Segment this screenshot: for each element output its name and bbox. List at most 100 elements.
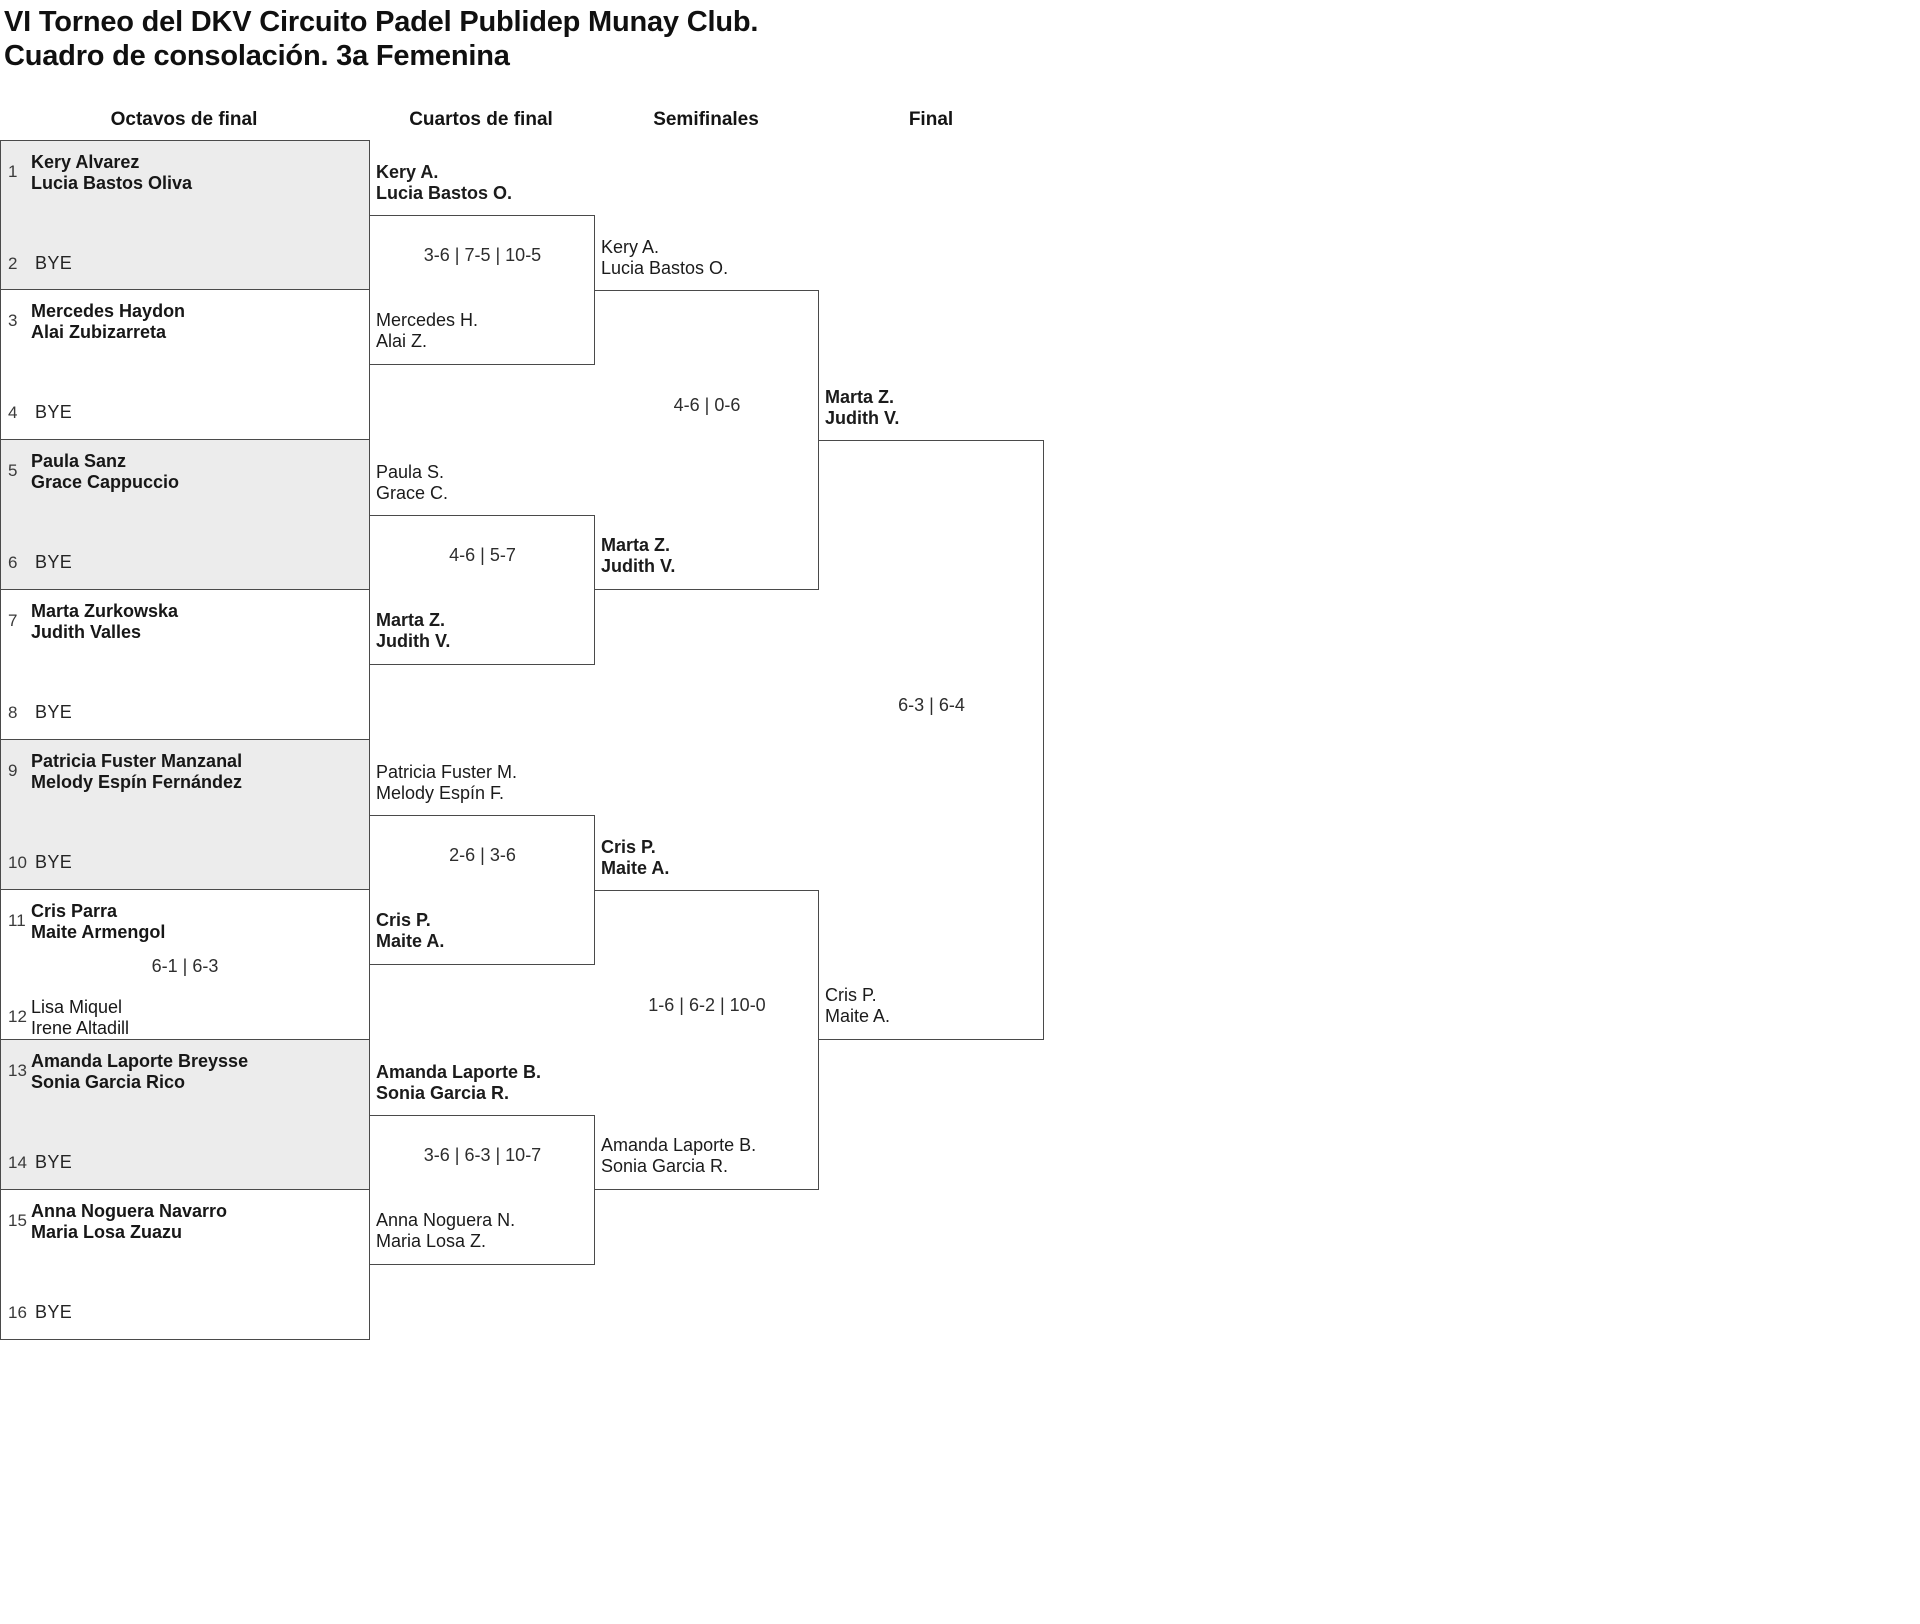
team-player-1: Kery Alvarez — [31, 152, 140, 172]
bye-label: BYE — [35, 1302, 73, 1322]
team-player-2: Sonia Garcia Rico — [31, 1072, 186, 1092]
cuartos-score: 3-6 | 6-3 | 10-7 — [423, 1145, 542, 1165]
round-header-semifinales: Semifinales — [653, 109, 759, 130]
cuartos-connector-box — [370, 515, 595, 665]
seed-number: 7 — [8, 611, 18, 630]
seed-number: 4 — [8, 403, 18, 422]
team-player-1: Kery A. — [376, 162, 439, 182]
team-player-1: Lisa Miquel — [31, 997, 123, 1017]
semifinal-connector-box — [595, 890, 819, 1190]
team-player-1: Kery A. — [601, 237, 660, 257]
advancing-team: Anna Noguera N.Maria Losa Z. — [376, 1210, 515, 1252]
team-player-1: Cris P. — [376, 910, 431, 930]
final-score: 6-3 | 6-4 — [898, 695, 965, 715]
advancing-team: Paula S.Grace C. — [376, 462, 448, 504]
round-header-final: Final — [908, 109, 954, 130]
team-player-2: Lucia Bastos O. — [601, 258, 729, 278]
seed-number: 5 — [8, 461, 18, 480]
advancing-team: Kery A.Lucia Bastos O. — [376, 162, 512, 204]
seed-number: 15 — [8, 1211, 27, 1230]
advancing-team: Kery A.Lucia Bastos O. — [601, 237, 728, 279]
cuartos-connector-box — [370, 815, 595, 965]
round-header-octavos: Octavos de final — [110, 109, 258, 130]
seed-number: 14 — [8, 1153, 27, 1172]
team-player-2: Alai Zubizarreta — [31, 322, 167, 342]
team-player-1: Cris P. — [601, 837, 656, 857]
cuartos-score: 2-6 | 3-6 — [449, 845, 516, 865]
team-player-2: Sonia Garcia R. — [601, 1156, 729, 1176]
advancing-team: Cris P.Maite A. — [601, 837, 669, 879]
semifinal-connector-box — [595, 290, 819, 590]
team-player-1: Paula S. — [376, 462, 445, 482]
semifinal-score: 4-6 | 0-6 — [673, 395, 741, 415]
seed-number: 3 — [8, 311, 18, 330]
team-player-2: Irene Altadill — [31, 1018, 130, 1038]
team-player-1: Cris P. — [825, 985, 877, 1005]
team-player-2: Maite Armengol — [31, 922, 166, 942]
bye-label: BYE — [35, 1152, 73, 1172]
team-player-1: Cris Parra — [31, 901, 118, 921]
bye-label: BYE — [35, 552, 73, 572]
bye-label: BYE — [35, 702, 73, 722]
team-player-2: Maria Losa Z. — [376, 1231, 487, 1251]
match-score: 6-1 | 6-3 — [151, 956, 219, 976]
cuartos-score: 3-6 | 7-5 | 10-5 — [423, 245, 542, 265]
team-player-1: Amanda Laporte B. — [376, 1062, 542, 1082]
team-player-2: Melody Espín Fernández — [31, 772, 243, 792]
team-player-2: Sonia Garcia R. — [376, 1083, 510, 1103]
advancing-team: Patricia Fuster M.Melody Espín F. — [376, 762, 517, 804]
title-line2: Cuadro de consolación. 3a Femenina — [4, 40, 510, 72]
bye-label: BYE — [35, 852, 73, 872]
seed-number: 1 — [8, 162, 18, 181]
seed-number: 10 — [8, 853, 27, 872]
team-player-2: Judith V. — [376, 631, 451, 651]
team-player-2: Grace C. — [376, 483, 449, 503]
seed-number: 16 — [8, 1303, 27, 1322]
team-player-2: Lucia Bastos Oliva — [31, 173, 193, 193]
round-header-cuartos: Cuartos de final — [409, 109, 553, 130]
seed-number: 13 — [8, 1061, 27, 1080]
team-player-2: Alai Z. — [376, 331, 428, 351]
team-player-1: Patricia Fuster Manzanal — [31, 751, 243, 771]
team-player-2: Maria Losa Zuazu — [31, 1222, 183, 1242]
team-player-1: Amanda Laporte B. — [601, 1135, 757, 1155]
team-player-1: Paula Sanz — [31, 451, 127, 471]
advancing-team: Marta Z.Judith V. — [601, 535, 675, 577]
team-player-1: Mercedes H. — [376, 310, 479, 330]
team-player-2: Maite A. — [825, 1006, 891, 1026]
seed-number: 8 — [8, 703, 18, 722]
team-player-1: Marta Z. — [825, 387, 895, 407]
seed-number: 9 — [8, 761, 18, 780]
advancing-team: Mercedes H.Alai Z. — [376, 310, 478, 352]
team-player-2: Maite A. — [376, 931, 445, 951]
team-player-2: Judith V. — [825, 408, 900, 428]
team-player-1: Anna Noguera Navarro — [31, 1201, 228, 1221]
team-player-1: Anna Noguera N. — [376, 1210, 516, 1230]
final-connector-box — [819, 440, 1044, 1040]
team-player-1: Mercedes Haydon — [31, 301, 186, 321]
advancing-team: Cris P.Maite A. — [376, 910, 444, 952]
advancing-team: Marta Z.Judith V. — [825, 387, 899, 429]
page-title: VI Torneo del DKV Circuito Padel Publide… — [4, 5, 758, 73]
advancing-team: Marta Z.Judith V. — [376, 610, 450, 652]
cuartos-connector-box — [370, 1115, 595, 1265]
team-player-2: Lucia Bastos O. — [376, 183, 513, 203]
team-player-2: Judith V. — [601, 556, 676, 576]
